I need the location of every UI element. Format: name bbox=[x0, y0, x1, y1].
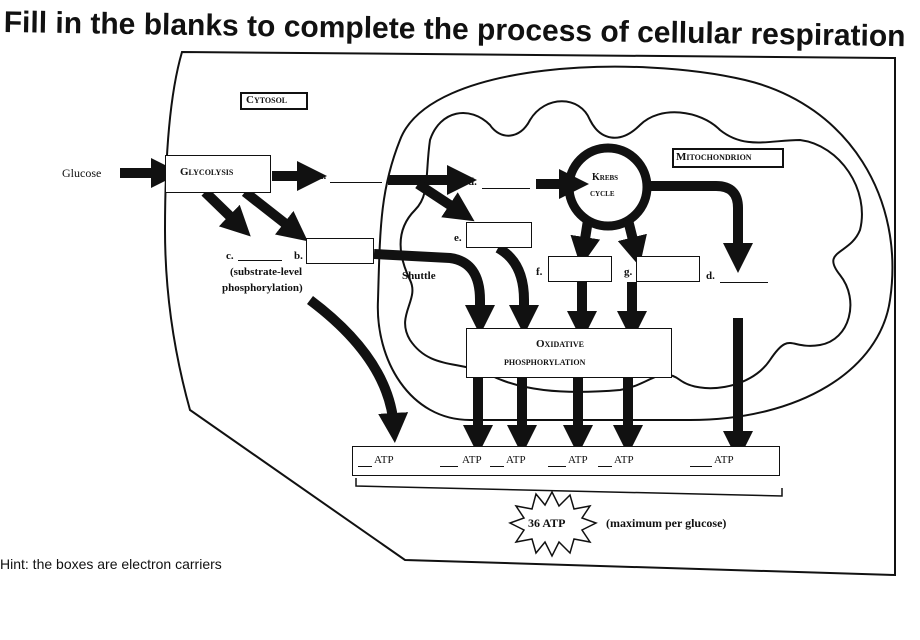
arrow-glycolysis-to-c bbox=[201, 188, 251, 237]
arrow-substrate-to-atp bbox=[306, 296, 409, 443]
arrows bbox=[120, 158, 753, 461]
substrate-level-line2: phosphorylation) bbox=[222, 282, 303, 294]
atp-blank-5[interactable] bbox=[598, 466, 612, 467]
atp-strip bbox=[352, 446, 780, 476]
mitochondrion-label: Mitochondrion bbox=[676, 151, 752, 163]
blank-a-letter: a. bbox=[318, 170, 327, 182]
mitochondrion-label-box bbox=[672, 148, 784, 168]
blank-d1-line[interactable] bbox=[482, 188, 530, 189]
cytosol-label-box bbox=[240, 92, 308, 110]
arrow-krebs-to-f bbox=[570, 219, 601, 267]
oxidative-phosphorylation-box bbox=[466, 328, 672, 378]
hint-text: Hint: the boxes are electron carriers bbox=[0, 556, 222, 572]
cytosol-label: Cytosol bbox=[246, 94, 288, 106]
glycolysis-box bbox=[165, 155, 271, 193]
blank-g-letter: g. bbox=[624, 266, 633, 278]
total-atp-label: 36 ATP bbox=[528, 516, 566, 530]
atp-starburst bbox=[508, 490, 598, 558]
arrow-shuttle bbox=[373, 249, 495, 335]
mitochondrion-cristae bbox=[399, 100, 863, 393]
blank-box-b[interactable] bbox=[306, 238, 374, 264]
atp-bracket bbox=[355, 478, 783, 497]
arrow-glycolysis-to-b bbox=[241, 188, 308, 242]
blank-d2-letter: d. bbox=[706, 270, 715, 282]
arrow-krebs-to-d2 bbox=[646, 181, 753, 273]
atp-label-5: ATP bbox=[614, 454, 634, 466]
arrow-krebs-to-g bbox=[617, 218, 647, 267]
krebs-cycle-ring bbox=[564, 143, 652, 231]
substrate-level-line1: (substrate-level bbox=[230, 266, 303, 278]
blank-c-letter: c. bbox=[226, 250, 234, 262]
glycolysis-label: Glycolysis bbox=[180, 166, 234, 178]
atp-label-2: ATP bbox=[462, 454, 482, 466]
atp-blank-3[interactable] bbox=[490, 466, 504, 467]
blank-f-letter: f. bbox=[536, 266, 543, 278]
glucose-label: Glucose bbox=[62, 166, 102, 180]
arrow-a-to-e bbox=[415, 179, 475, 222]
mitochondrion-outer-membrane bbox=[376, 65, 894, 421]
cell-outline bbox=[163, 50, 896, 577]
oxidative-label-line1: Oxidative bbox=[536, 338, 584, 350]
blank-box-g[interactable] bbox=[636, 256, 700, 282]
atp-blank-2[interactable] bbox=[440, 466, 458, 467]
oxidative-label-line2: phosphorylation bbox=[504, 356, 586, 368]
krebs-label-line1: Krebs bbox=[592, 172, 619, 183]
atp-blank-1[interactable] bbox=[358, 466, 372, 467]
arrow-e-to-oxidative bbox=[495, 243, 539, 335]
atp-blank-6[interactable] bbox=[690, 466, 712, 467]
blank-c-line[interactable] bbox=[238, 260, 282, 261]
blank-d1-letter: d. bbox=[468, 176, 477, 188]
atp-label-4: ATP bbox=[568, 454, 588, 466]
blank-box-f[interactable] bbox=[548, 256, 612, 282]
atp-label-6: ATP bbox=[714, 454, 734, 466]
max-per-glucose-note: (maximum per glucose) bbox=[606, 516, 727, 530]
atp-label-1: ATP bbox=[374, 454, 394, 466]
krebs-label-line2: cycle bbox=[590, 188, 615, 199]
shuttle-label: Shuttle bbox=[402, 270, 436, 282]
atp-blank-4[interactable] bbox=[548, 466, 566, 467]
blank-e-letter: e. bbox=[454, 232, 462, 244]
blank-d2-line[interactable] bbox=[720, 282, 768, 283]
blank-box-e[interactable] bbox=[466, 222, 532, 248]
atp-label-3: ATP bbox=[506, 454, 526, 466]
blank-a-line[interactable] bbox=[330, 182, 382, 183]
blank-b-letter: b. bbox=[294, 250, 303, 262]
